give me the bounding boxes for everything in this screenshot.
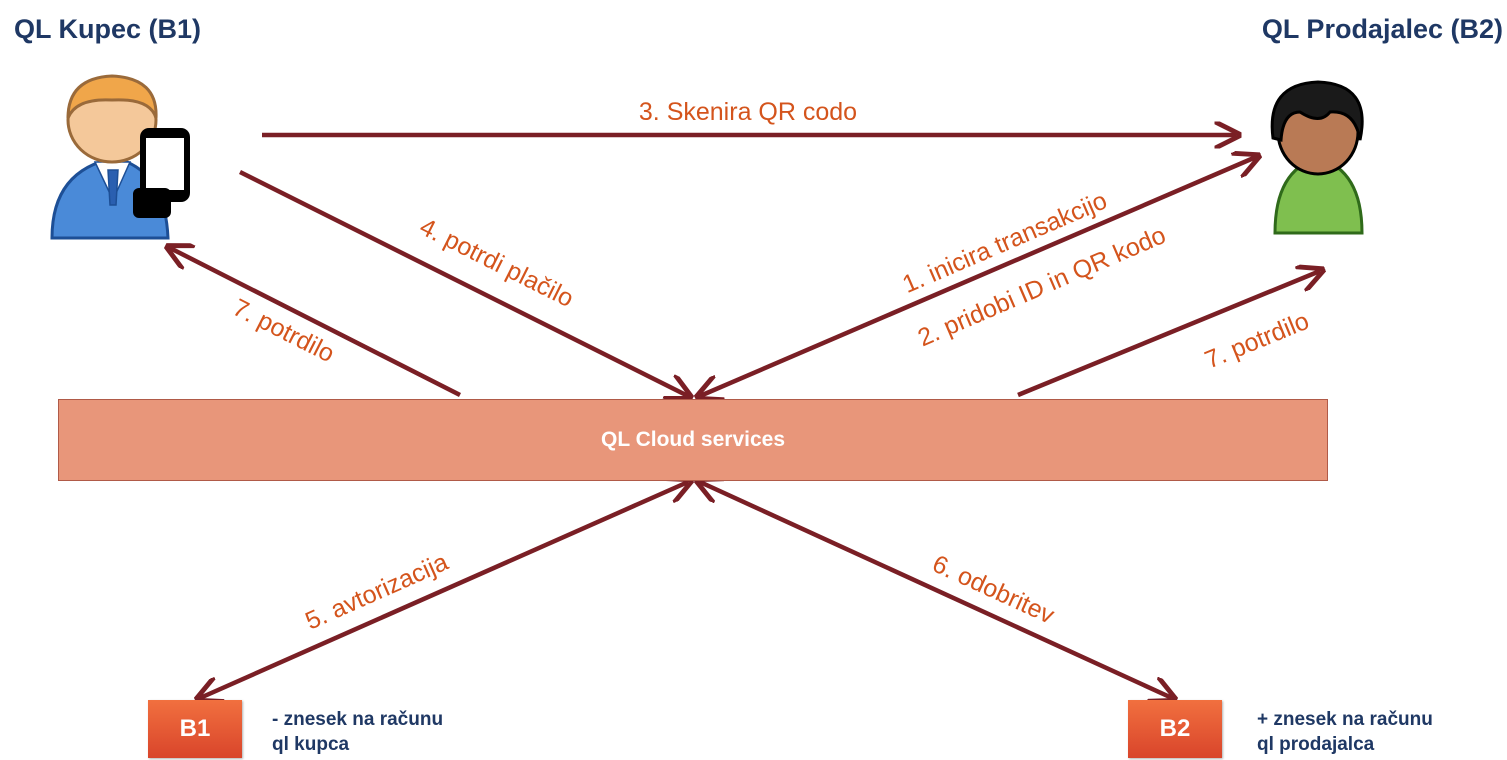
bank-b2-note-line1: + znesek na računu <box>1257 709 1433 730</box>
label-authorization: 5. avtorizacija <box>301 548 452 636</box>
bank-b2-label: B2 <box>1159 715 1191 742</box>
bank-b2-note-line2: ql prodajalca <box>1257 734 1375 755</box>
label-scan-qr: 3. Skenira QR codo <box>639 98 857 126</box>
bank-b1-note-line2: ql kupca <box>272 734 350 755</box>
seller-title: QL Prodajalec (B2) <box>1261 14 1503 44</box>
arrow-authorization <box>200 482 688 698</box>
label-receipt-seller: 7. potrdilo <box>1201 307 1313 375</box>
cloud-services-box: QL Cloud services <box>58 399 1328 481</box>
buyer-title: QL Kupec (B1) <box>14 14 202 44</box>
bank-b2-note: + znesek na računu ql prodajalca <box>1257 707 1433 757</box>
bank-b2-box: B2 <box>1128 700 1222 758</box>
arrow-receipt-buyer <box>170 248 462 398</box>
seller-person-icon <box>1270 80 1364 235</box>
arrow-receipt-seller <box>1017 271 1320 398</box>
bank-b1-label: B1 <box>179 715 211 742</box>
arrow-initiate <box>700 157 1256 396</box>
cloud-services-label: QL Cloud services <box>600 428 786 451</box>
buyer-with-phone-icon <box>50 74 190 240</box>
arrow-approval <box>700 482 1172 698</box>
bank-b1-box: B1 <box>148 700 242 758</box>
arrow-confirm-payment <box>238 169 688 396</box>
bank-b1-note-line1: - znesek na računu <box>272 709 444 730</box>
bank-b1-note: - znesek na računu ql kupca <box>272 707 443 757</box>
